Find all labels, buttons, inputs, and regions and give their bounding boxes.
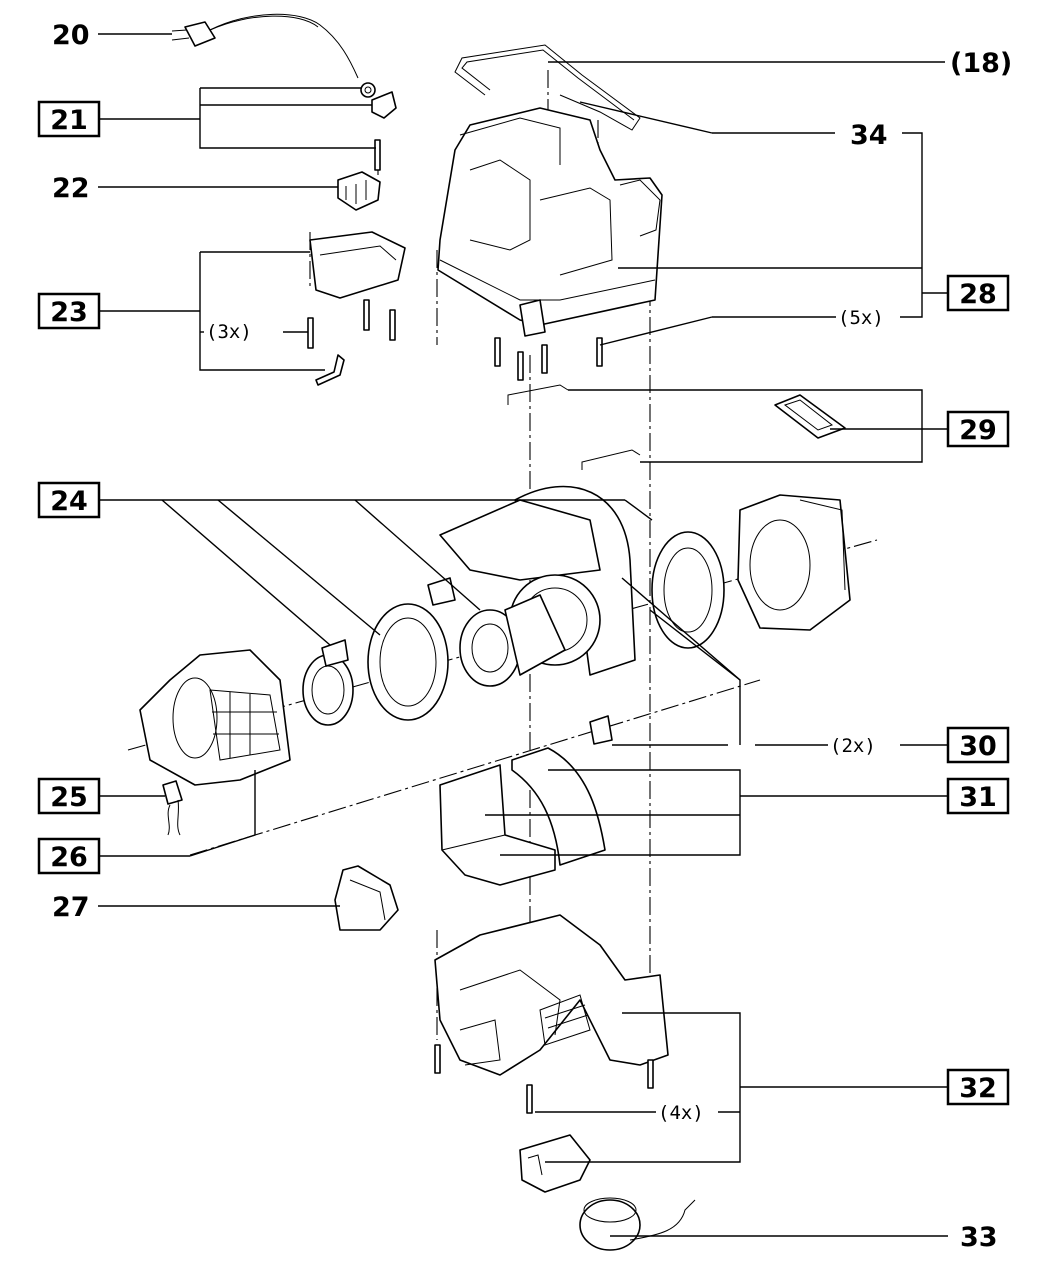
callout-18: (18) xyxy=(950,48,1012,79)
bottom-housing-part xyxy=(434,914,669,1076)
seal-rings-part xyxy=(302,531,725,726)
quantity-30: (2x) xyxy=(830,735,876,757)
filter-frame-part xyxy=(507,384,846,470)
callout-28: 28 xyxy=(959,279,997,310)
callout-25: 25 xyxy=(50,782,88,813)
motor-assembly-part xyxy=(439,485,636,687)
callout-27: 27 xyxy=(52,892,90,923)
callout-26-box: 26 xyxy=(37,837,101,875)
callout-24-box: 24 xyxy=(37,481,101,519)
handle-wire-part xyxy=(454,44,641,131)
callout-32: 32 xyxy=(959,1073,997,1104)
bottom-screws-part xyxy=(434,1044,654,1114)
power-cord-part xyxy=(171,13,359,79)
latch-part xyxy=(334,865,399,931)
thermal-switch-part xyxy=(162,780,183,836)
housing-screws-part xyxy=(494,337,603,381)
callout-22: 22 xyxy=(52,173,90,204)
knob-part xyxy=(579,1197,696,1251)
callout-33: 33 xyxy=(960,1222,998,1253)
callout-31-box: 31 xyxy=(946,777,1010,815)
callout-29: 29 xyxy=(959,415,997,446)
callout-26: 26 xyxy=(50,842,88,873)
fan-housing-left-part xyxy=(139,649,291,786)
small-clips-part xyxy=(427,577,613,745)
callout-21-box: 21 xyxy=(37,100,101,138)
callout-30-box: 30 xyxy=(946,726,1010,764)
callout-20: 20 xyxy=(52,20,90,51)
switch-block-part xyxy=(337,171,381,211)
callout-25-box: 25 xyxy=(37,777,101,815)
callout-24: 24 xyxy=(50,486,88,517)
bottom-cover-part xyxy=(519,1134,591,1193)
quantity-28: (5x) xyxy=(838,307,884,329)
quantity-23: (3x) xyxy=(206,321,252,343)
switch-bracket-part xyxy=(307,231,406,386)
callout-32-box: 32 xyxy=(946,1068,1010,1106)
callout-23: 23 xyxy=(50,297,88,328)
callout-34: 34 xyxy=(850,120,888,151)
baffle-pads-part xyxy=(439,747,606,886)
callout-31: 31 xyxy=(959,782,997,813)
quantity-32: (4x) xyxy=(658,1102,704,1124)
leader-lines xyxy=(98,33,948,1237)
callout-28-box: 28 xyxy=(946,274,1010,312)
callout-21: 21 xyxy=(50,105,88,136)
fan-housing-right-part xyxy=(737,494,851,631)
cord-clamp-part xyxy=(360,82,397,171)
callout-23-box: 23 xyxy=(37,292,101,330)
callout-30: 30 xyxy=(959,731,997,762)
callout-29-box: 29 xyxy=(946,410,1010,448)
top-housing-part xyxy=(437,107,663,337)
